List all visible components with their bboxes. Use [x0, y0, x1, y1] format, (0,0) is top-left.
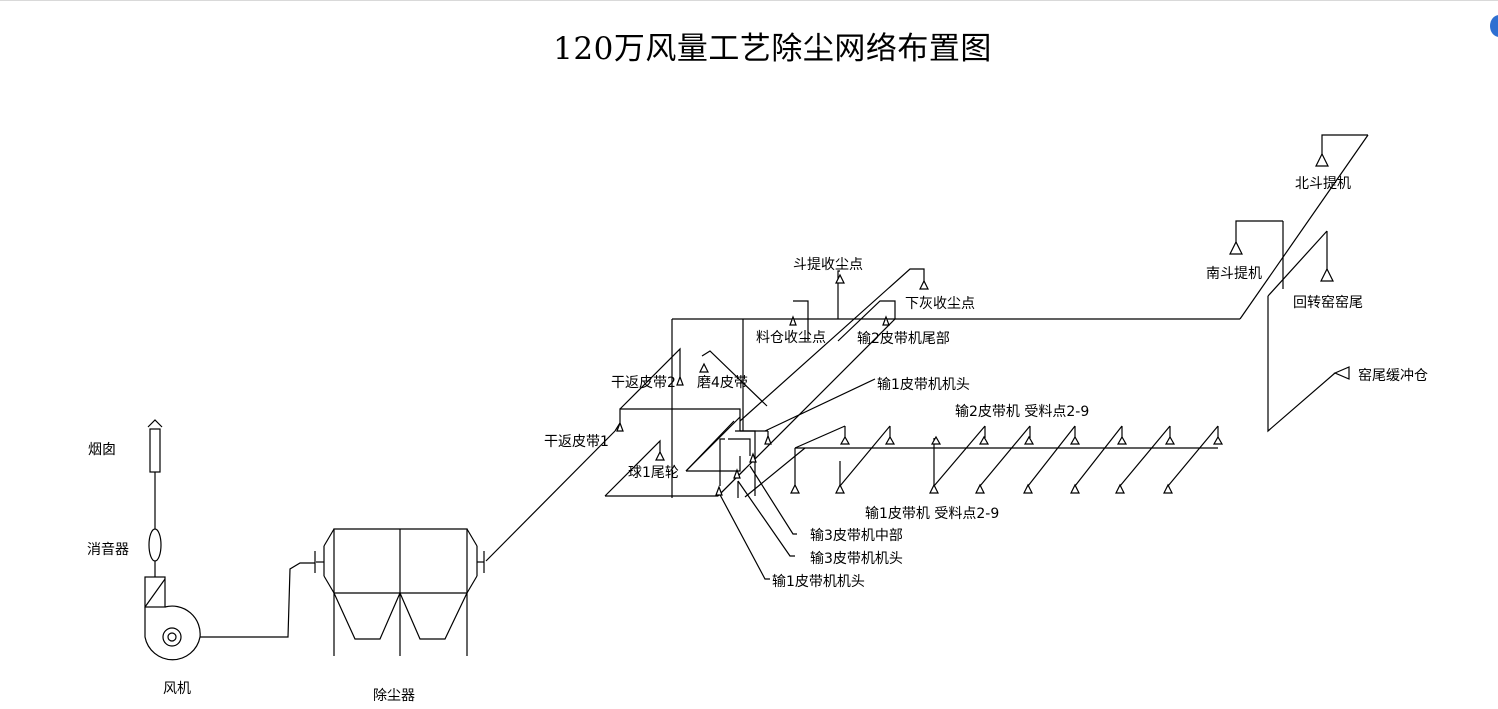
diagram-title: 120万风量工艺除尘网络布置图 [553, 31, 992, 67]
silencer-symbol [148, 528, 162, 577]
dry-return-belt1-label: 干返皮带1 [544, 434, 609, 450]
belt1-receiving-label: 输1皮带机 受料点2-9 [865, 506, 1000, 522]
elevator-dust-point-label: 斗提收尘点 [793, 257, 863, 273]
belt3-middle-label: 输3皮带机中部 [810, 528, 903, 544]
belt1-head-bottom-label: 输1皮带机机头 [772, 574, 865, 590]
south-elevator-label: 南斗提机 [1206, 266, 1262, 282]
chimney-label: 烟囱 [88, 442, 116, 458]
mill4-belt-label: 磨4皮带 [697, 375, 748, 391]
belt3-head-label: 输3皮带机机头 [810, 551, 903, 567]
lower-ash-dust-point-label: 下灰收尘点 [905, 296, 975, 312]
belt2-tail-label: 输2皮带机尾部 [857, 331, 950, 347]
fan-symbol [144, 562, 315, 661]
dust-collector-symbol [314, 528, 485, 656]
fan-label: 风机 [163, 681, 191, 697]
kiln-tail-buffer-bin-label: 窑尾缓冲仓 [1358, 368, 1428, 384]
north-elevator-label: 北斗提机 [1295, 176, 1351, 192]
dry-return-belt2-label: 干返皮带2 [611, 375, 676, 391]
belt2-receiving-label: 输2皮带机 受料点2-9 [955, 404, 1090, 420]
corner-indicator [1490, 15, 1498, 37]
receiving-point-lines [794, 425, 1219, 487]
ball1-tail-wheel-label: 球1尾轮 [628, 465, 679, 481]
dust-collector-label: 除尘器 [373, 688, 415, 704]
bin-dust-point-label: 料仓收尘点 [756, 330, 826, 346]
chimney-symbol [147, 419, 163, 529]
rotary-kiln-tail-label: 回转窑窑尾 [1293, 295, 1363, 311]
silencer-label: 消音器 [87, 542, 129, 558]
belt1-head-top-label: 输1皮带机机头 [877, 377, 970, 393]
